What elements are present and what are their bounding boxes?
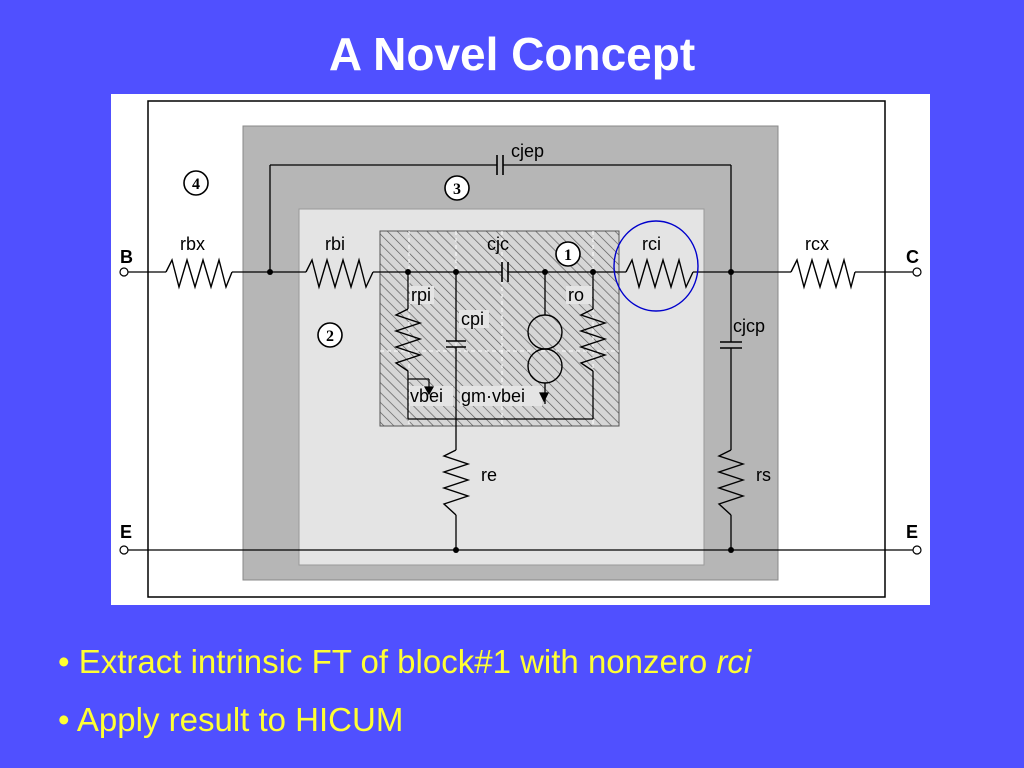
- rcx-label: rcx: [805, 234, 829, 254]
- rbi-resistor: [305, 257, 374, 290]
- rcx-resistor: [790, 257, 856, 290]
- rbi-label: rbi: [325, 234, 345, 254]
- cjcp-capacitor: [720, 341, 742, 349]
- bullet-extract-text: • Extract intrinsic FT of block#1 with n…: [58, 643, 717, 680]
- circuit-svg: 4 3 1 2 B C E E rbx rbi cjc rci rcx cjep…: [119, 100, 922, 598]
- bullet-list: • Extract intrinsic FT of block#1 with n…: [58, 640, 998, 756]
- ro-resistor: [578, 308, 608, 372]
- bullet-extract-emphasis: rci: [716, 643, 752, 680]
- circuit-diagram: 4 3 1 2 B C E E rbx rbi cjc rci rcx cjep…: [111, 94, 930, 605]
- cjc-capacitor: [501, 262, 509, 282]
- terminal-c-label: C: [906, 247, 919, 267]
- rpi-label: rpi: [411, 285, 431, 305]
- rpi-resistor: [393, 308, 423, 372]
- terminal-b-pin: [119, 267, 129, 277]
- re-label: re: [481, 465, 497, 485]
- cjc-label: cjc: [487, 234, 509, 254]
- block-2-marker: 2: [326, 328, 334, 345]
- terminal-c-pin: [912, 267, 922, 277]
- terminal-e-right-label: E: [906, 522, 918, 542]
- rs-label: rs: [756, 465, 771, 485]
- bullet-apply-text: • Apply result to HICUM: [58, 701, 404, 738]
- block-1-marker: 1: [564, 247, 572, 264]
- bullet-item-extract: • Extract intrinsic FT of block#1 with n…: [58, 640, 998, 698]
- rbx-resistor: [165, 257, 233, 290]
- cjep-label: cjep: [511, 141, 544, 161]
- bullet-item-apply: • Apply result to HICUM: [58, 698, 998, 756]
- rci-highlight-circle: [613, 220, 699, 312]
- rci-label: rci: [642, 234, 661, 254]
- block-4-marker: 4: [192, 176, 200, 193]
- slide-title: A Novel Concept: [328, 28, 696, 80]
- cpi-capacitor: [446, 340, 466, 348]
- terminal-b-label: B: [120, 247, 133, 267]
- terminal-e-left-pin: [119, 545, 129, 555]
- terminal-e-right-pin: [912, 545, 922, 555]
- current-source-gm-vbei: [527, 314, 563, 384]
- vbei-label: vbei: [410, 386, 443, 406]
- rci-resistor: [625, 257, 694, 290]
- rs-resistor: [716, 449, 746, 516]
- cpi-label: cpi: [461, 309, 484, 329]
- cjcp-label: cjcp: [733, 316, 765, 336]
- block-3-marker: 3: [453, 181, 461, 198]
- rbx-label: rbx: [180, 234, 205, 254]
- ro-label: ro: [568, 285, 584, 305]
- cjep-capacitor: [496, 155, 504, 175]
- terminal-e-left-label: E: [120, 522, 132, 542]
- gm-vbei-label: gm·vbei: [461, 386, 525, 406]
- re-resistor: [441, 449, 471, 516]
